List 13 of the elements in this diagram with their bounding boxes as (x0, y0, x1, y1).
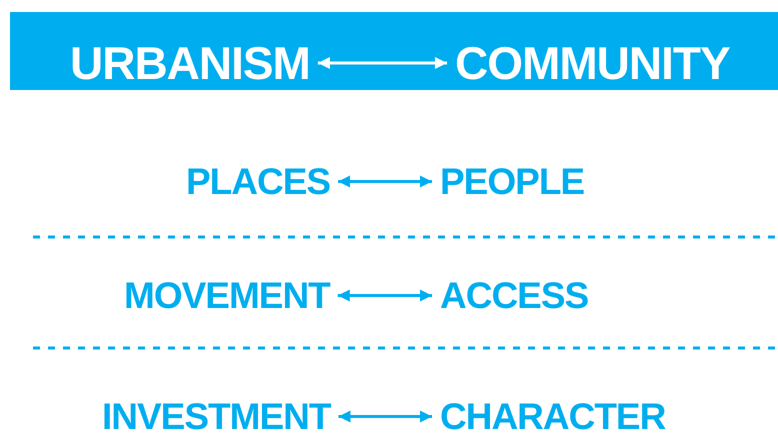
keyword-text: ACCESS (440, 277, 588, 314)
keyword-text: COMMUNITY (455, 40, 730, 86)
double-arrow (338, 290, 432, 302)
keyword-text: URBANISM (70, 40, 310, 86)
double-arrow (318, 57, 447, 69)
double-arrow (338, 176, 432, 188)
keyword-text: CHARACTER (440, 398, 666, 435)
keyword-text: MOVEMENT (124, 277, 330, 314)
keyword-text: PLACES (186, 163, 330, 200)
double-arrow (338, 410, 432, 422)
keyword-text: PEOPLE (440, 163, 584, 200)
keyword-text: INVESTMENT (102, 398, 330, 435)
header-band (10, 12, 778, 90)
